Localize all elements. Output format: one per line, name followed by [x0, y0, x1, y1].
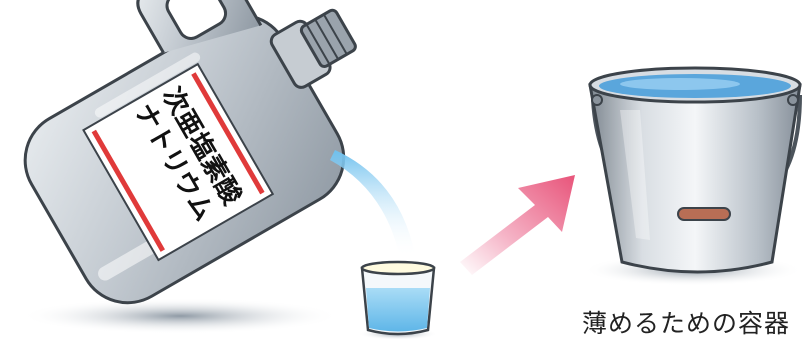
measuring-cup: [362, 262, 434, 334]
bucket: [590, 68, 800, 272]
bucket-caption: 薄めるための容器: [582, 304, 790, 340]
pouring-stream: [330, 150, 415, 258]
jug-shadow: [20, 298, 340, 334]
bucket-handle-grip: [678, 208, 730, 220]
direction-arrow: [460, 175, 575, 275]
